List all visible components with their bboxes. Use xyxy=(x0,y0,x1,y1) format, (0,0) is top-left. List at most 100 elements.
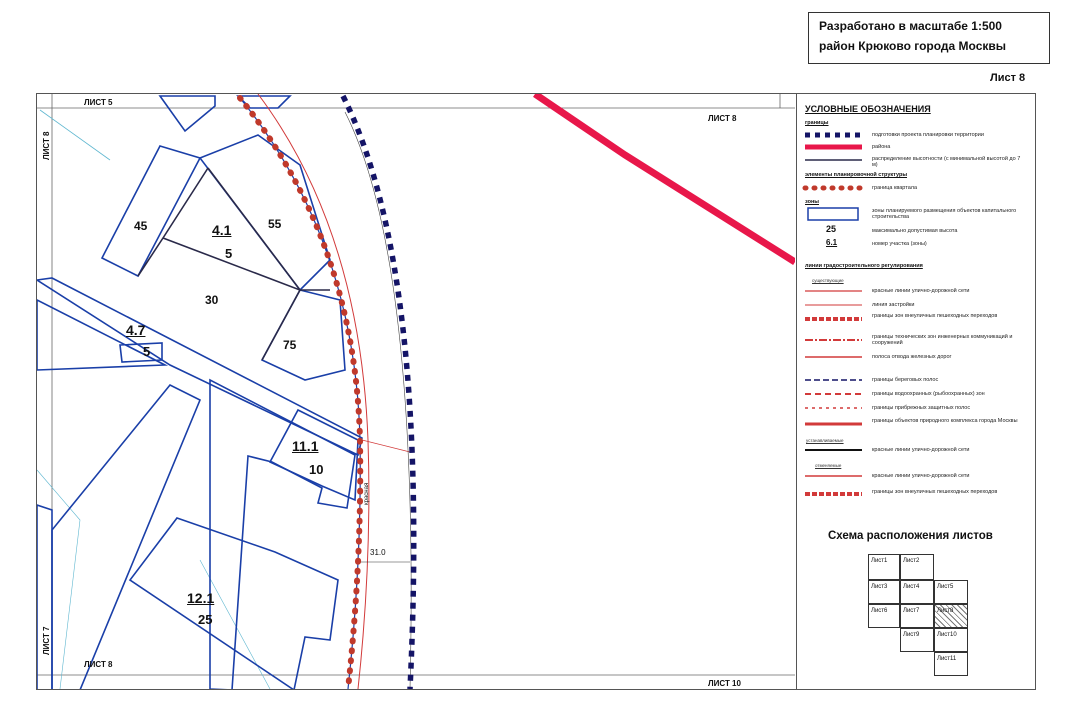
subdivision-line xyxy=(207,167,330,291)
legend-item-red-lines: красные линии улично-дорожной сети xyxy=(872,288,970,294)
plot-id-12-1: 12.1 xyxy=(187,590,215,606)
scheme-cell-7: Лист7 xyxy=(900,604,934,628)
legend-item-water: границы водоохранных (рыбоохранных) зон xyxy=(872,391,985,397)
scheme-cell-label: Лист10 xyxy=(937,632,957,638)
legend-item-nature: границы объектов природного комплекса го… xyxy=(872,418,1018,424)
legend-title: УСЛОВНЫЕ ОБОЗНАЧЕНИЯ xyxy=(805,104,931,114)
plot-left-strip xyxy=(51,383,202,689)
sheet-label-bottom-right: ЛИСТ 10 xyxy=(708,679,741,688)
plot-id-11-1: 11.1 xyxy=(292,438,319,454)
scheme-cell-3: Лист3 xyxy=(868,580,900,604)
title-block: Разработано в масштабе 1:500 район Крюко… xyxy=(808,12,1050,64)
scheme-cell-label: Лист11 xyxy=(937,656,957,662)
plot-id-4-7: 4.7 xyxy=(126,322,146,338)
scheme-cell-label: Лист4 xyxy=(903,584,920,590)
legend-item-shore: границы береговых полос xyxy=(872,377,939,383)
plot-id-4-1: 4.1 xyxy=(212,222,232,238)
scheme-cell-5: Лист5 xyxy=(934,580,968,604)
scheme-cell-11: Лист11 xyxy=(934,652,968,676)
scheme-cell-label: Лист8 xyxy=(937,608,954,614)
plot-4-7-box xyxy=(119,342,163,363)
scheme-cell-1: Лист1 xyxy=(868,554,900,580)
scheme-cell-label: Лист9 xyxy=(903,632,920,638)
scheme-cell-label: Лист7 xyxy=(903,608,920,614)
sheet-label-top-right: ЛИСТ 8 xyxy=(708,114,737,123)
plot-11-1 xyxy=(268,408,359,502)
scheme-cell-2: Лист2 xyxy=(900,554,934,580)
legend-item-zone: зоны планируемого размещения объектов ка… xyxy=(872,208,1017,220)
scheme-cell-9: Лист9 xyxy=(900,628,934,652)
legend-sec-urban: линии градостроительного регулирования xyxy=(805,263,923,269)
legend-item-project: подготовки проекта планировки территории xyxy=(872,132,984,138)
scheme-cell-label: Лист5 xyxy=(937,584,954,590)
legend-sec-borders: границы xyxy=(805,120,829,126)
legend-item-rail: полоса отвода железных дорог xyxy=(872,354,952,360)
height-55: 55 xyxy=(268,217,282,231)
street-label: красная xyxy=(364,482,370,505)
quarter-boundary xyxy=(237,95,364,689)
height-30: 30 xyxy=(205,293,219,307)
legend-item-tech: границы технических зон инженерных комму… xyxy=(872,334,1013,346)
sheet-label-left-bottom: ЛИСТ 7 xyxy=(42,626,51,656)
scheme-cell-label: Лист6 xyxy=(871,608,888,614)
legend-item-quarter: граница квартала xyxy=(872,185,918,191)
subdivision-line xyxy=(137,167,209,277)
legend-separator xyxy=(796,93,797,690)
scheme-cell-10: Лист10 xyxy=(934,628,968,652)
project-boundary xyxy=(340,94,417,689)
scheme-cell-4: Лист4 xyxy=(900,580,934,604)
scale-title: Разработано в масштабе 1:500 xyxy=(819,19,1002,33)
scheme-title: Схема расположения листов xyxy=(828,530,993,542)
district-boundary xyxy=(533,94,795,265)
legend-symbols xyxy=(802,132,865,496)
road-band xyxy=(37,277,363,457)
plot-left-edge xyxy=(37,504,53,689)
sheet-label-bottom-left: ЛИСТ 8 xyxy=(84,660,113,669)
dimension-label: 31.0 xyxy=(370,548,386,557)
cyan-line xyxy=(199,559,271,689)
curve-thin xyxy=(344,111,412,689)
plot-4-7-area xyxy=(37,299,169,371)
cyan-line xyxy=(37,469,81,689)
legend-item-ped-2: границы зон внеуличных пешеходных перехо… xyxy=(872,489,998,495)
scheme-cell-6: Лист6 xyxy=(868,604,900,628)
legend-item-district: района xyxy=(872,144,891,150)
legend-item-build-line: линия застройки xyxy=(872,302,915,308)
sheet-label-top-left: ЛИСТ 5 xyxy=(84,98,113,107)
legend-sec-elements: элементы планировочной структуры xyxy=(805,172,908,178)
plot-11-strip xyxy=(209,378,356,689)
legend-item-height-label: максимально допустимая высота xyxy=(872,228,958,234)
plot-height-11-1: 10 xyxy=(309,462,324,477)
red-line xyxy=(257,94,370,689)
scheme-cell-8-current: Лист8 xyxy=(934,604,968,628)
plot-12-1 xyxy=(128,517,339,689)
legend-item-plot-label: номер участка (зоны) xyxy=(872,241,927,247)
legend-sub-established: устанавливаемые xyxy=(806,438,844,443)
plot-height-4-1: 5 xyxy=(225,246,233,261)
height-45: 45 xyxy=(134,219,148,233)
scheme-cell-label: Лист2 xyxy=(903,558,920,564)
legend-item-height: распределение высотности (с минимальной … xyxy=(872,156,1021,168)
red-line-branch xyxy=(361,439,411,453)
plot-top-small xyxy=(158,95,216,133)
scheme-cell-label: Лист1 xyxy=(871,558,888,564)
legend-height-box: 25 xyxy=(826,224,837,234)
legend-plot-id: 6.1 xyxy=(826,238,838,247)
plot-75 xyxy=(260,289,346,381)
cyan-line xyxy=(39,109,111,161)
district-title: район Крюково города Москвы xyxy=(819,39,1007,53)
legend-item-ped: границы зон внеуличных пешеходных перехо… xyxy=(872,313,998,319)
sheet-label-left-top: ЛИСТ 8 xyxy=(42,131,51,161)
map-frame xyxy=(36,93,1036,690)
legend-sub-cancelled: отменяемые xyxy=(815,463,842,468)
legend-sub-existing: существующие xyxy=(812,278,844,283)
height-75: 75 xyxy=(283,338,297,352)
legend-item-red-lines-2: красные линии улично-дорожной сети xyxy=(872,447,970,453)
plot-height-12-1: 25 xyxy=(198,612,213,627)
legend-item-red-lines-3: красные линии улично-дорожной сети xyxy=(872,473,970,479)
sheet-number: Лист 8 xyxy=(990,72,1026,84)
scheme-cell-label: Лист3 xyxy=(871,584,888,590)
legend-sec-zones: зоны xyxy=(805,199,819,205)
plot-height-4-7: 5 xyxy=(143,344,151,359)
